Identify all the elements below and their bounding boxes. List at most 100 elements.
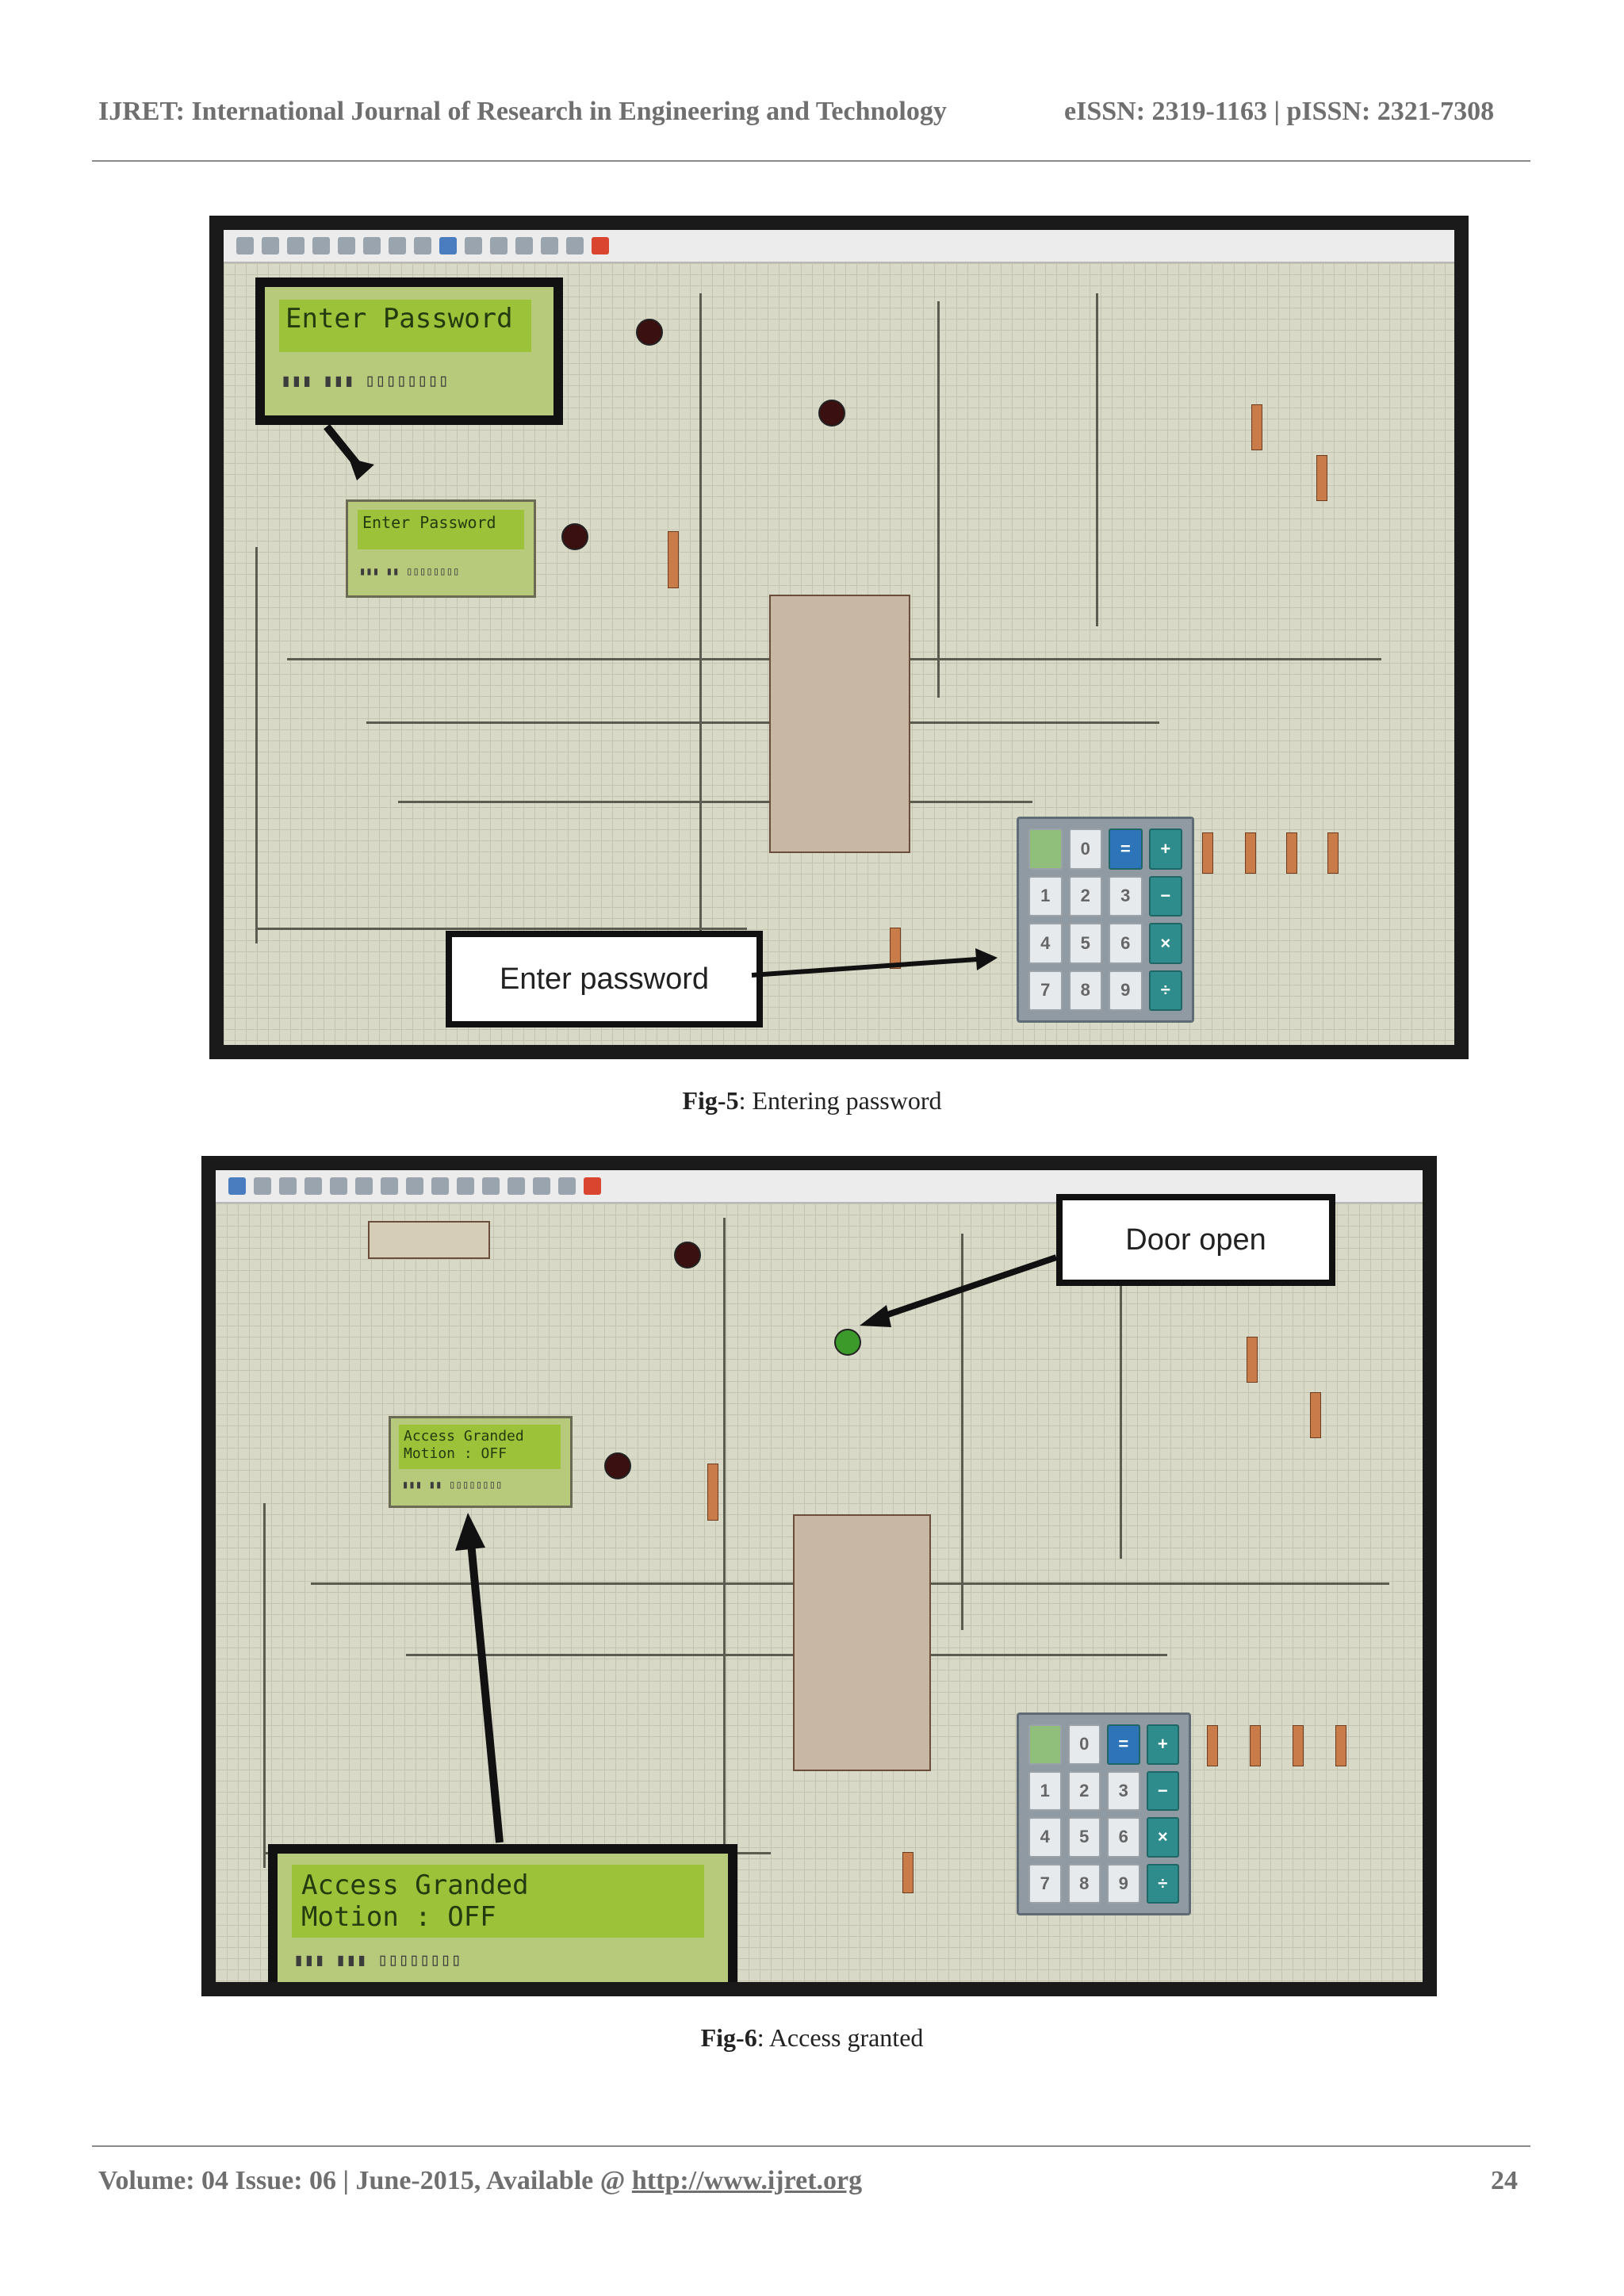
wire [1096, 293, 1098, 626]
keypad: 0 = + 1 2 3 − 4 5 6 × 7 8 9 ÷ [1017, 817, 1194, 1023]
arrow-head [455, 1513, 485, 1551]
lcd-pins: ▮▮▮ ▮▮ ▯▯▯▯▯▯▯▯ [359, 565, 460, 578]
header-rule [92, 160, 1530, 162]
zoom-all-icon[interactable] [304, 1177, 322, 1195]
arrow-head [860, 1305, 891, 1327]
zoom-out-icon[interactable] [279, 1177, 297, 1195]
report-icon[interactable] [566, 237, 584, 254]
cut-icon[interactable] [381, 1177, 398, 1195]
key-divide[interactable]: ÷ [1148, 970, 1182, 1011]
netlist-icon[interactable] [515, 237, 533, 254]
undo-icon[interactable] [236, 237, 254, 254]
paste-icon[interactable] [338, 237, 355, 254]
key-3[interactable]: 3 [1109, 875, 1143, 916]
block-copy-icon[interactable] [363, 237, 381, 254]
wire [406, 1654, 1167, 1656]
figure-5: Enter Password ▮▮▮ ▮▮▮ ▯▯▯▯▯▯▯▯ Enter Pa… [209, 216, 1469, 1059]
key-plus[interactable]: + [1148, 828, 1182, 870]
resistor [1310, 1392, 1321, 1438]
lcd-line-1: Access Granded [404, 1428, 524, 1445]
lcd-line-2: Motion : OFF [404, 1445, 508, 1462]
resistor [1247, 1337, 1258, 1383]
key-divide[interactable]: ÷ [1146, 1863, 1179, 1904]
resistor [1286, 832, 1297, 874]
key-5[interactable]: 5 [1067, 1817, 1101, 1858]
copy-icon[interactable] [406, 1177, 423, 1195]
key-6[interactable]: 6 [1107, 1817, 1140, 1858]
key-minus[interactable]: − [1148, 875, 1182, 916]
undo-icon[interactable] [330, 1177, 347, 1195]
key-7[interactable]: 7 [1028, 970, 1063, 1011]
led-d3-on [834, 1329, 861, 1356]
wire [961, 1234, 963, 1630]
zoom-icon[interactable] [439, 237, 457, 254]
resistor [902, 1852, 914, 1893]
key-3[interactable]: 3 [1107, 1770, 1140, 1811]
key-2[interactable]: 2 [1068, 875, 1102, 916]
arrow-to-led [882, 1254, 1058, 1319]
figure-label: Fig-5 [682, 1086, 739, 1115]
cut-icon[interactable] [287, 237, 304, 254]
block-move-icon[interactable] [482, 1177, 500, 1195]
callout-arrows [324, 423, 998, 978]
key-9[interactable]: 9 [1109, 970, 1143, 1011]
callout-enter-password: Enter password [446, 931, 763, 1027]
arrow-to-lcd [467, 1542, 504, 1843]
lcd-zoom-text: Enter Password [279, 300, 531, 352]
resistor [1251, 404, 1262, 450]
delete-icon[interactable] [592, 237, 609, 254]
arrow-head [975, 948, 998, 970]
journal-link[interactable]: http://www.ijret.org [631, 2166, 863, 2195]
netlist-icon[interactable] [558, 1177, 576, 1195]
key-7[interactable]: 7 [1028, 1863, 1062, 1904]
key-0[interactable]: 0 [1068, 828, 1102, 870]
wire-icon[interactable] [465, 237, 482, 254]
key-equals[interactable]: = [1109, 828, 1143, 870]
key-4[interactable]: 4 [1028, 1817, 1062, 1858]
footer-volume: Volume: 04 Issue: 06 | June-2015, Availa… [98, 2166, 862, 2196]
wire-icon[interactable] [508, 1177, 525, 1195]
key-2[interactable]: 2 [1067, 1770, 1101, 1811]
key-8[interactable]: 8 [1068, 970, 1102, 1011]
key-5[interactable]: 5 [1068, 923, 1102, 964]
key-minus[interactable]: − [1146, 1770, 1179, 1811]
key-multiply[interactable]: × [1146, 1817, 1179, 1858]
key-equals[interactable]: = [1107, 1724, 1140, 1765]
key-8[interactable]: 8 [1067, 1863, 1101, 1904]
redo-icon[interactable] [355, 1177, 373, 1195]
key-1[interactable]: 1 [1028, 875, 1063, 916]
callout-door-open: Door open [1056, 1194, 1335, 1286]
zoom-in-icon[interactable] [254, 1177, 271, 1195]
caption-text: : Access granted [756, 2023, 924, 2052]
bom-icon[interactable] [541, 237, 558, 254]
key-9[interactable]: 9 [1107, 1863, 1140, 1904]
delete-icon[interactable] [584, 1177, 601, 1195]
paste-icon[interactable] [431, 1177, 449, 1195]
redo-icon[interactable] [262, 237, 279, 254]
lcd-zoom: Enter Password ▮▮▮ ▮▮▮ ▯▯▯▯▯▯▯▯ [255, 277, 563, 425]
key-4[interactable]: 4 [1028, 923, 1063, 964]
block-copy-icon[interactable] [457, 1177, 474, 1195]
block-move-icon[interactable] [389, 237, 406, 254]
key-1[interactable]: 1 [1028, 1770, 1062, 1811]
block-rotate-icon[interactable] [414, 237, 431, 254]
footer-volume-text: Volume: 04 Issue: 06 | June-2015, Availa… [98, 2166, 632, 2195]
search-icon[interactable] [490, 237, 508, 254]
led-d1 [561, 523, 588, 550]
key-on[interactable] [1028, 828, 1063, 870]
figure-5-caption: Fig-5: Entering password [0, 1086, 1624, 1115]
lcd-pins: ▮▮▮ ▮▮▮ ▯▯▯▯▯▯▯▯ [293, 1950, 462, 1970]
wire [366, 721, 1159, 724]
key-6[interactable]: 6 [1109, 923, 1143, 964]
footer-rule [92, 2145, 1530, 2147]
copy-icon[interactable] [312, 237, 330, 254]
key-plus[interactable]: + [1146, 1724, 1179, 1765]
lcd-zoom-line-2: Motion : OFF [301, 1901, 496, 1933]
move-icon[interactable] [228, 1177, 246, 1195]
search-icon[interactable] [533, 1177, 550, 1195]
key-on[interactable] [1028, 1724, 1062, 1765]
key-multiply[interactable]: × [1148, 923, 1182, 964]
key-0[interactable]: 0 [1067, 1724, 1101, 1765]
